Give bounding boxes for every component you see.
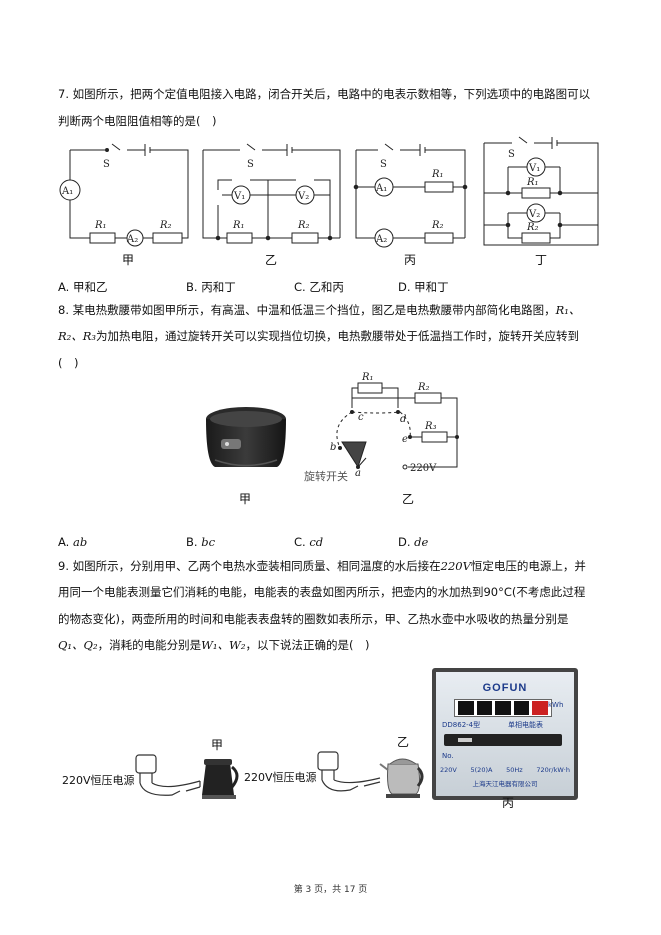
q9-stem-line2: 用同一个电能表测量它们消耗的电能，电能表的表盘如图丙所示，把壶内的水加热到90°… (58, 585, 586, 599)
voltmeter-v1-label-ding: V₁ (528, 163, 540, 174)
q9-kettle-jia-figure (135, 754, 239, 799)
meter-display (454, 699, 552, 717)
q8-caption-yi: 乙 (401, 492, 414, 506)
q8-caption-jia: 甲 (238, 492, 251, 506)
ammeter-a1-label: A₁ (61, 186, 73, 197)
voltmeter-v1-label: V₁ (233, 191, 245, 202)
q9-electric-meter: GOFUN kWh DD862-4型 单相电能表 No. 220V 5(20)A… (432, 668, 578, 800)
q8-stem-line1: 8. 某电热敷腰带如图甲所示，有高温、中温和低温三个挡位，图乙是电热敷腰带内部简… (58, 302, 580, 318)
q9-caption-yi: 乙 (396, 735, 409, 749)
q9-caption-jia: 甲 (210, 738, 223, 752)
meter-model: DD862-4型 (442, 721, 481, 729)
q7-switch-label-bing: S (380, 159, 387, 170)
q9-var-q: Q₁、Q₂ (58, 638, 98, 652)
q9-source-label-yi: 220V恒压电源 (244, 771, 317, 784)
q8-option-c-value: cd (309, 535, 324, 549)
q8-option-c-letter: C. (294, 535, 310, 549)
q7-option-a[interactable]: A. 甲和乙 (58, 280, 108, 294)
q9-stem-line4-b: ，消耗的电能分别是 (97, 638, 202, 652)
meter-type: 单相电能表 (508, 721, 543, 729)
q8-var-r2-r3: R₂、R₃ (58, 329, 97, 343)
q9-kettle-yi-figure (317, 751, 424, 798)
meter-unit: kWh (548, 701, 564, 709)
q8-rotary-switch-label: 旋转开关 (304, 469, 348, 483)
q8-option-c[interactable]: C. cd (294, 535, 323, 549)
q8-option-d-letter: D. (398, 535, 415, 549)
meter-spec-current: 5(20)A (470, 766, 493, 774)
resistor-r2-label-yi: R₂ (297, 220, 310, 231)
resistor-r2-label: R₂ (159, 220, 172, 231)
q8-point-a: a (355, 468, 361, 479)
q9-source-label-jia: 220V恒压电源 (62, 774, 135, 787)
q8-option-a-value: ab (72, 535, 88, 549)
resistor-r1-label-bing: R₁ (431, 169, 444, 180)
q8-option-d[interactable]: D. de (398, 535, 428, 549)
q7-stem-line2: 判断两个电阻阻值相等的是( ) (58, 114, 217, 128)
q7-option-b[interactable]: B. 丙和丁 (186, 280, 236, 294)
q8-stem-line2-text: 为加热电阻，通过旋转开关可以实现挡位切换，电热敷腰带处于低温挡工作时，旋转开关应… (96, 329, 580, 343)
q7-caption-jia: 甲 (121, 253, 134, 267)
q9-stem-line1-c: 恒定电压的电源上，并 (470, 559, 586, 573)
q8-option-d-value: de (414, 535, 429, 549)
q7-option-c[interactable]: C. 乙和丙 (294, 280, 344, 294)
q8-stem-line3: ( ) (58, 356, 79, 370)
q8-point-d: d (400, 414, 406, 425)
resistor-r2-label-ding: R₂ (526, 222, 539, 233)
q9-caption-bing: 丙 (501, 796, 514, 810)
q7-caption-yi: 乙 (264, 253, 277, 267)
resistor-r1-label-yi: R₁ (232, 220, 245, 231)
ammeter-a2-label: A₂ (126, 234, 138, 245)
q7-caption-bing: 丙 (403, 253, 416, 267)
q7-switch-label: S (103, 159, 110, 170)
meter-specs: 220V 5(20)A 50Hz 720r/kW·h (440, 766, 570, 774)
q8-voltage-label: 220V (410, 463, 437, 474)
q7-option-d[interactable]: D. 甲和丁 (398, 280, 449, 294)
q9-stem-line1-a: 9. 如图所示，分别用甲、乙两个电热水壶装相同质量、相同温度的水后接在 (58, 559, 441, 573)
q8-r1-label: R₁ (361, 372, 374, 383)
q8-option-a-letter: A. (58, 535, 73, 549)
ammeter-a1-label-bing: A₁ (375, 183, 387, 194)
meter-spec-voltage: 220V (440, 766, 457, 774)
q9-voltage: 220V (440, 559, 471, 573)
page-footer: 第 3 页，共 17 页 (293, 885, 368, 895)
q8-point-b: b (330, 442, 336, 453)
meter-brand: GOFUN (482, 682, 528, 694)
q8-stem-line2: R₂、R₃为加热电阻，通过旋转开关可以实现挡位切换，电热敷腰带处于低温挡工作时，… (58, 328, 579, 344)
q8-heating-belt-image (206, 407, 286, 467)
resistor-r1-label: R₁ (94, 220, 107, 231)
voltmeter-v2-label: V₂ (297, 191, 309, 202)
q8-r2-label: R₂ (417, 382, 430, 393)
ammeter-a2-label-bing: A₂ (375, 234, 387, 245)
q8-option-b-value: bc (201, 535, 216, 549)
q8-option-b-letter: B. (186, 535, 202, 549)
q9-stem-line4: Q₁、Q₂，消耗的电能分别是W₁、W₂，以下说法正确的是( ) (58, 637, 369, 653)
q7-switch-label-yi: S (247, 159, 254, 170)
q8-var-r1: R₁、 (555, 303, 581, 317)
q9-stem-line1: 9. 如图所示，分别用甲、乙两个电热水壶装相同质量、相同温度的水后接在220V恒… (58, 558, 586, 574)
q8-option-b[interactable]: B. bc (186, 535, 215, 549)
resistor-r1-label-ding: R₁ (526, 177, 539, 188)
voltmeter-v2-label-ding: V₂ (528, 209, 540, 220)
q7-switch-label-ding: S (508, 149, 515, 160)
q7-circuits: S A₁ A₂ R₁ R₂ S V₁ V₂ R₁ R₂ S A₁ A₂ R₁ R… (59, 136, 599, 248)
meter-no: No. (442, 752, 454, 760)
q8-stem-line1-text: 8. 某电热敷腰带如图甲所示，有高温、中温和低温三个挡位，图乙是电热敷腰带内部简… (58, 303, 556, 317)
q9-stem-line3: 的物态变化)，两壶所用的时间和电能表表盘转的圈数如表所示，甲、乙热水壶中水吸收的… (58, 612, 569, 626)
q8-point-c: c (358, 412, 364, 423)
q8-rotary-circuit: R₁ R₂ R₃ a b c d e 220V 旋转开关 (304, 372, 459, 483)
meter-maker: 上海天江电器有限公司 (472, 780, 538, 788)
q9-stem-line4-d: ，以下说法正确的是( ) (245, 638, 370, 652)
meter-spec-constant: 720r/kW·h (536, 766, 570, 774)
q7-stem-line1: 7. 如图所示，把两个定值电阻接入电路，闭合开关后，电路中的电表示数相等，下列选… (58, 87, 591, 101)
q8-r3-label: R₃ (424, 421, 437, 432)
q7-caption-ding: 丁 (534, 253, 547, 267)
q9-var-w: W₁、W₂ (201, 638, 246, 652)
meter-spec-frequency: 50Hz (506, 766, 523, 774)
resistor-r2-label-bing: R₂ (431, 220, 444, 231)
meter-dial (444, 734, 562, 746)
q8-option-a[interactable]: A. ab (58, 535, 87, 549)
q8-point-e: e (402, 434, 408, 445)
